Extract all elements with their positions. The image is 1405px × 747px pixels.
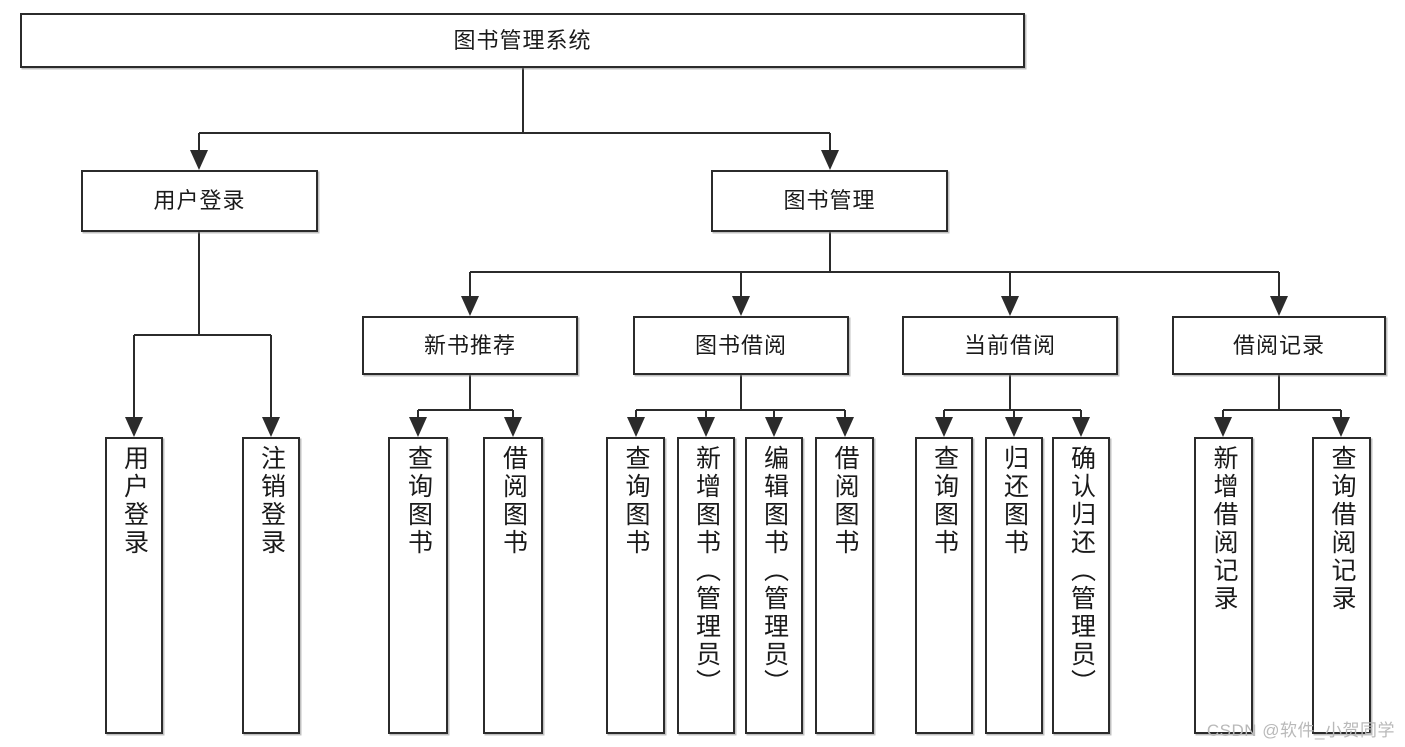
node-label: 查询图书 xyxy=(404,445,433,557)
leaf-node-leaf-query-book-3[interactable]: 查询图书 xyxy=(915,437,973,734)
leaf-node-leaf-borrow-book-1[interactable]: 借阅图书 xyxy=(483,437,543,734)
node-borrow-record[interactable]: 借阅记录 xyxy=(1172,316,1386,375)
connector-book-borrow-arrow-2-head xyxy=(765,417,783,437)
node-label: 图书管理 xyxy=(783,188,876,214)
node-user-login[interactable]: 用户登录 xyxy=(81,170,318,232)
connector-new-book-recommend-arrow-0-head xyxy=(409,417,427,437)
leaf-node-leaf-return-book[interactable]: 归还图书 xyxy=(985,437,1043,734)
node-label: 确认归还（管理员） xyxy=(1067,445,1096,697)
node-label: 新增借阅记录 xyxy=(1210,445,1238,613)
leaf-node-leaf-confirm-return[interactable]: 确认归还（管理员） xyxy=(1052,437,1110,734)
leaf-node-leaf-query-record[interactable]: 查询借阅记录 xyxy=(1312,437,1371,734)
node-label: 查询借阅记录 xyxy=(1328,445,1356,613)
node-label: 借阅图书 xyxy=(499,445,528,557)
connector-current-borrow-arrow-0-head xyxy=(935,417,953,437)
connector-user-login-arrow-0-head xyxy=(125,417,143,437)
leaf-node-leaf-edit-book[interactable]: 编辑图书（管理员） xyxy=(745,437,803,734)
connector-user-login-arrow-1-head xyxy=(262,417,280,437)
node-label: 借阅记录 xyxy=(1232,332,1325,358)
connector-new-book-recommend-arrow-1-head xyxy=(504,417,522,437)
node-book-manage[interactable]: 图书管理 xyxy=(711,170,948,232)
root-node-root[interactable]: 图书管理系统 xyxy=(20,13,1025,68)
leaf-node-leaf-user-login[interactable]: 用户登录 xyxy=(105,437,163,734)
connector-book-borrow-arrow-0-head xyxy=(627,417,645,437)
node-new-book-recommend[interactable]: 新书推荐 xyxy=(362,316,578,375)
connector-book-manage-arrow-2-head xyxy=(1001,296,1019,316)
node-label: 图书借阅 xyxy=(694,332,787,358)
connector-root-arrow-1-head xyxy=(821,150,839,170)
connector-book-manage-arrow-1-head xyxy=(732,296,750,316)
leaf-node-leaf-query-book-2[interactable]: 查询图书 xyxy=(606,437,665,734)
node-label: 图书管理系统 xyxy=(453,27,592,53)
node-label: 用户登录 xyxy=(120,445,149,557)
node-book-borrow[interactable]: 图书借阅 xyxy=(633,316,849,375)
connector-borrow-record-arrow-1-head xyxy=(1332,417,1350,437)
leaf-node-leaf-query-book-1[interactable]: 查询图书 xyxy=(388,437,448,734)
leaf-node-leaf-borrow-book-2[interactable]: 借阅图书 xyxy=(815,437,874,734)
connector-book-manage-arrow-0-head xyxy=(461,296,479,316)
node-label: 编辑图书（管理员） xyxy=(760,445,789,697)
node-label: 新书推荐 xyxy=(423,332,516,358)
node-label: 用户登录 xyxy=(153,188,246,214)
connector-book-manage-arrow-3-head xyxy=(1270,296,1288,316)
node-label: 借阅图书 xyxy=(831,445,859,557)
leaf-node-leaf-add-book[interactable]: 新增图书（管理员） xyxy=(677,437,735,734)
connector-borrow-record-arrow-0-head xyxy=(1214,417,1232,437)
connector-current-borrow-arrow-1-head xyxy=(1005,417,1023,437)
node-label: 查询图书 xyxy=(930,445,959,557)
node-label: 查询图书 xyxy=(622,445,650,557)
leaf-node-leaf-add-record[interactable]: 新增借阅记录 xyxy=(1194,437,1253,734)
connector-current-borrow-arrow-2-head xyxy=(1072,417,1090,437)
node-label: 归还图书 xyxy=(1000,445,1029,557)
node-label: 注销登录 xyxy=(257,445,286,557)
node-current-borrow[interactable]: 当前借阅 xyxy=(902,316,1118,375)
connector-root-arrow-0-head xyxy=(190,150,208,170)
connector-book-borrow-arrow-3-head xyxy=(836,417,854,437)
node-label: 当前借阅 xyxy=(963,332,1056,358)
connector-book-borrow-arrow-1-head xyxy=(697,417,715,437)
node-label: 新增图书（管理员） xyxy=(692,445,721,697)
leaf-node-leaf-logout[interactable]: 注销登录 xyxy=(242,437,300,734)
